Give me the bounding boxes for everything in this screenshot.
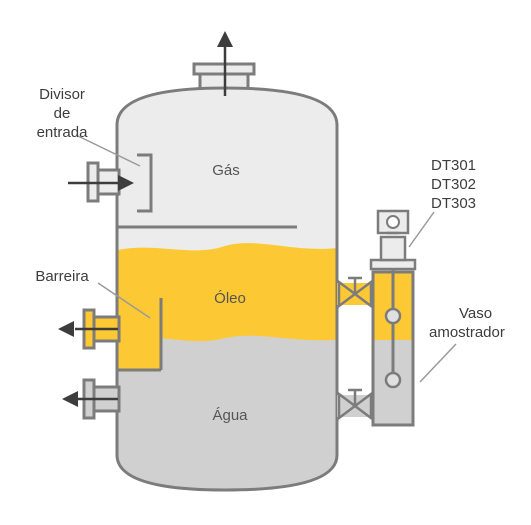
- divider-leader: [77, 135, 141, 167]
- density-transmitter: [369, 209, 417, 271]
- water-zone-label: Água: [212, 407, 248, 424]
- sample-vessel-label-line2: amostrador: [429, 324, 505, 341]
- vessel-contents: [117, 88, 337, 490]
- inlet-divider: [137, 153, 153, 213]
- vessel-shell: [115, 86, 339, 492]
- gas-zone-label: Gás: [212, 162, 240, 179]
- oil-outlet-arrow: [58, 321, 118, 337]
- water-outlet-arrow: [62, 391, 118, 407]
- sample-vessel: [371, 268, 415, 427]
- barrier-label: Barreira: [35, 268, 89, 285]
- upper-float: [384, 307, 402, 325]
- transmitter-label-dt303: DT303: [431, 195, 476, 212]
- inlet-divider-label-line3: entrada: [37, 124, 89, 141]
- transmitter-leader: [408, 211, 435, 248]
- lower-float: [384, 371, 402, 389]
- inlet-arrow: [68, 175, 134, 191]
- transmitter-label-dt302: DT302: [431, 176, 476, 193]
- sample-vessel-label-line1: Vaso: [459, 305, 492, 322]
- barrier-oil-pocket: [117, 300, 161, 370]
- inlet-divider-label-line1: Divisor: [39, 86, 85, 103]
- water-zone: [117, 335, 337, 490]
- inlet-divider-label-line2: de: [54, 105, 71, 122]
- upper-valve: [337, 276, 373, 309]
- sample-vessel-leader: [419, 343, 457, 383]
- lower-valve: [337, 388, 373, 421]
- barrier-leader: [97, 282, 151, 319]
- oil-zone-label: Óleo: [214, 290, 246, 307]
- transmitter-label-dt301: DT301: [431, 157, 476, 174]
- gas-outlet-arrow: [217, 31, 233, 96]
